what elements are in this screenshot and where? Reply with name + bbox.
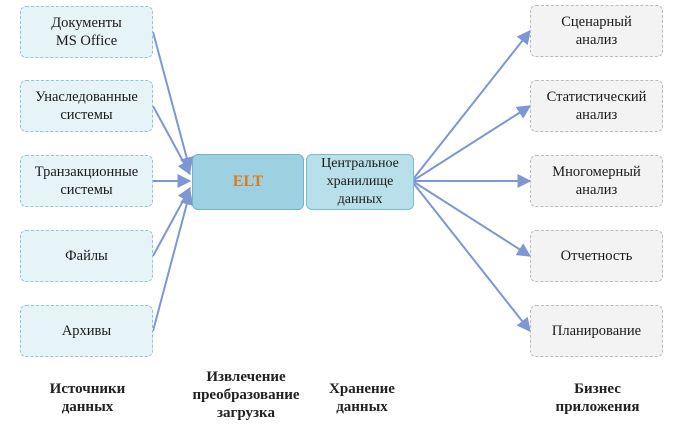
app-reporting: Отчетность xyxy=(530,230,663,282)
source-legacy: Унаследованные системы xyxy=(20,80,153,132)
arrow-source-5 xyxy=(152,190,194,332)
caption-storage: Хранение данных xyxy=(329,381,395,415)
source-transactional: Транзакционные системы xyxy=(20,155,153,207)
app-planning: Планирование xyxy=(530,305,663,357)
app-scenario-analysis: Сценарный анализ xyxy=(530,5,663,57)
arrow-source-1 xyxy=(152,31,194,172)
arrow-source-2 xyxy=(152,105,191,176)
arrow-app-2 xyxy=(413,105,532,181)
arrow-source-4 xyxy=(152,186,191,257)
arrow-app-1 xyxy=(413,29,531,179)
source-ms-office: Документы MS Office xyxy=(20,6,153,58)
app-statistical-analysis: Статистический анализ xyxy=(530,80,663,132)
arrow-app-5 xyxy=(413,183,531,333)
caption-extract: Извлечение преобразование загрузка xyxy=(192,369,300,421)
source-archives: Архивы xyxy=(20,305,153,357)
data-warehouse-box: Центральное хранилище данных xyxy=(306,154,414,210)
elt-process-box: ELT xyxy=(192,154,304,210)
caption-sources: Источники данных xyxy=(49,381,126,415)
arrow-app-4 xyxy=(413,181,532,257)
caption-business: Бизнес приложения xyxy=(555,381,640,415)
source-files: Файлы xyxy=(20,230,153,282)
app-multidimensional: Многомерный анализ xyxy=(530,155,663,207)
